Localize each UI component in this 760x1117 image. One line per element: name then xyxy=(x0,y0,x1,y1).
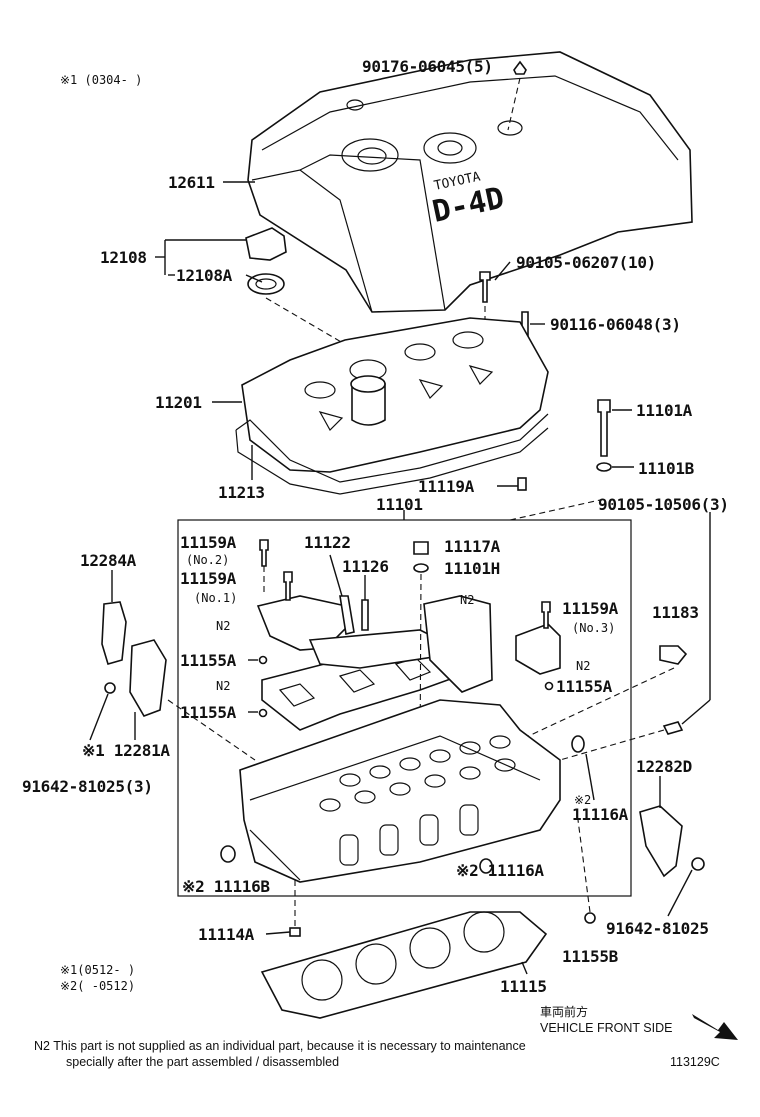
label-11116B: ※2 11116B xyxy=(182,877,270,896)
label-11114A: 11114A xyxy=(198,925,255,944)
label-n2-a: N2 xyxy=(460,593,474,607)
washer-11101B-icon xyxy=(596,462,612,472)
bolt-91642-b-icon xyxy=(691,857,705,871)
label-91642-81025-3: 91642-81025(3) xyxy=(22,777,153,796)
label-11201: 11201 xyxy=(155,393,202,412)
label-11122: 11122 xyxy=(304,533,351,552)
label-11159A-no3: 11159A xyxy=(562,599,619,618)
condition-note-1: ※1 (0304- ) xyxy=(60,73,142,87)
label-n2-c: N2 xyxy=(216,679,230,693)
oil-filler-cap xyxy=(245,227,373,361)
label-90105-06207: 90105-06207(10) xyxy=(516,253,656,272)
label-12281A: ※1 12281A xyxy=(82,741,170,760)
label-11155B: 11155B xyxy=(562,947,619,966)
plug-11155B-icon xyxy=(584,912,596,924)
camshaft-bearing-caps xyxy=(256,595,561,731)
label-no3: (No.3) xyxy=(572,621,615,635)
label-12108A: 12108A xyxy=(176,266,233,285)
plug-11119A-icon xyxy=(517,477,527,491)
label-n2-d: N2 xyxy=(576,659,590,673)
plug-11155A-c-icon xyxy=(544,681,554,691)
cylinder-head-cover xyxy=(235,317,549,495)
bolt-91642-a-icon xyxy=(104,682,116,694)
plug-11114A-icon xyxy=(289,927,301,937)
label-11117A: 11117A xyxy=(444,537,501,556)
leader-lines xyxy=(89,181,711,975)
label-no1: (No.1) xyxy=(194,591,237,605)
label-12282D: 12282D xyxy=(636,757,692,776)
pin-11122-icon xyxy=(339,595,355,635)
engine-cover: TOYOTA D-4D xyxy=(247,51,693,313)
sensor-11183-icon xyxy=(659,645,688,665)
condition-note-3: ※2( -0512) xyxy=(60,979,135,993)
condition-note-2: ※1(0512- ) xyxy=(60,963,135,977)
cylinder-head xyxy=(239,699,561,883)
label-11101B: 11101B xyxy=(638,459,695,478)
plug-11116A-bottom-icon xyxy=(479,858,493,874)
part-labels: ※1 (0304- ) 90176-06045(5) 12611 12108 1… xyxy=(22,57,729,1069)
bolt-90105-06207-icon xyxy=(479,271,491,303)
bracket-12281A-icon xyxy=(129,639,167,717)
label-11101: 11101 xyxy=(376,495,423,514)
n2-note-line2: specially after the part assembled / dis… xyxy=(66,1055,339,1069)
bolt-11101A-icon xyxy=(597,399,611,457)
label-90116-06048: 90116-06048(3) xyxy=(550,315,681,334)
label-11126: 11126 xyxy=(342,557,389,576)
label-11115: 11115 xyxy=(500,977,547,996)
label-11155A-b: 11155A xyxy=(180,703,237,722)
plug-11155A-b-icon xyxy=(258,708,268,718)
diagram-code: 113129C xyxy=(670,1055,720,1069)
bolt-11159A-no2-icon xyxy=(259,539,269,567)
label-11119A: 11119A xyxy=(418,477,475,496)
label-12108: 12108 xyxy=(100,248,147,267)
bolt-11159A-no3-icon xyxy=(541,601,551,629)
label-11213: 11213 xyxy=(218,483,265,502)
gasket-11101H-icon xyxy=(413,563,429,573)
label-no2: (No.2) xyxy=(186,553,229,567)
label-11101A: 11101A xyxy=(636,401,693,420)
head-gasket xyxy=(260,911,548,1019)
bolt-90105-10506-icon xyxy=(662,721,684,735)
plug-11117A-icon xyxy=(413,541,429,555)
plug-11155A-a-icon xyxy=(258,655,268,665)
bolt-11159A-no1-icon xyxy=(283,571,293,601)
label-11116A-b: ※2 11116A xyxy=(456,861,544,880)
pin-11126-icon xyxy=(361,599,369,631)
bracket-12282D-icon xyxy=(639,805,683,878)
label-11159A-no2: 11159A xyxy=(180,533,237,552)
label-90105-10506: 90105-10506(3) xyxy=(598,495,729,514)
plug-11116B-icon xyxy=(220,845,236,863)
label-11116A-a: 11116A xyxy=(572,805,629,824)
label-11155A-a: 11155A xyxy=(180,651,237,670)
label-11183: 11183 xyxy=(652,603,699,622)
front-side-jp: 車両前方 xyxy=(540,1004,588,1019)
label-91642-81025: 91642-81025 xyxy=(606,919,709,938)
front-side-en: VEHICLE FRONT SIDE xyxy=(540,1021,672,1035)
label-n2-b: N2 xyxy=(216,619,230,633)
bracket-12284A-icon xyxy=(101,601,127,665)
label-11101H: 11101H xyxy=(444,559,500,578)
front-arrow-icon xyxy=(692,1014,738,1040)
plug-11116A-top-icon xyxy=(571,735,585,753)
label-11155A-c: 11155A xyxy=(556,677,613,696)
label-mark2-a: ※2 xyxy=(574,793,591,807)
label-11159A-no1: 11159A xyxy=(180,569,237,588)
label-12284A: 12284A xyxy=(80,551,137,570)
bolt-90176-icon xyxy=(513,60,527,75)
label-12611: 12611 xyxy=(168,173,215,192)
label-90176-06045: 90176-06045(5) xyxy=(362,57,493,76)
n2-note-line1: N2 This part is not supplied as an indiv… xyxy=(34,1039,526,1053)
